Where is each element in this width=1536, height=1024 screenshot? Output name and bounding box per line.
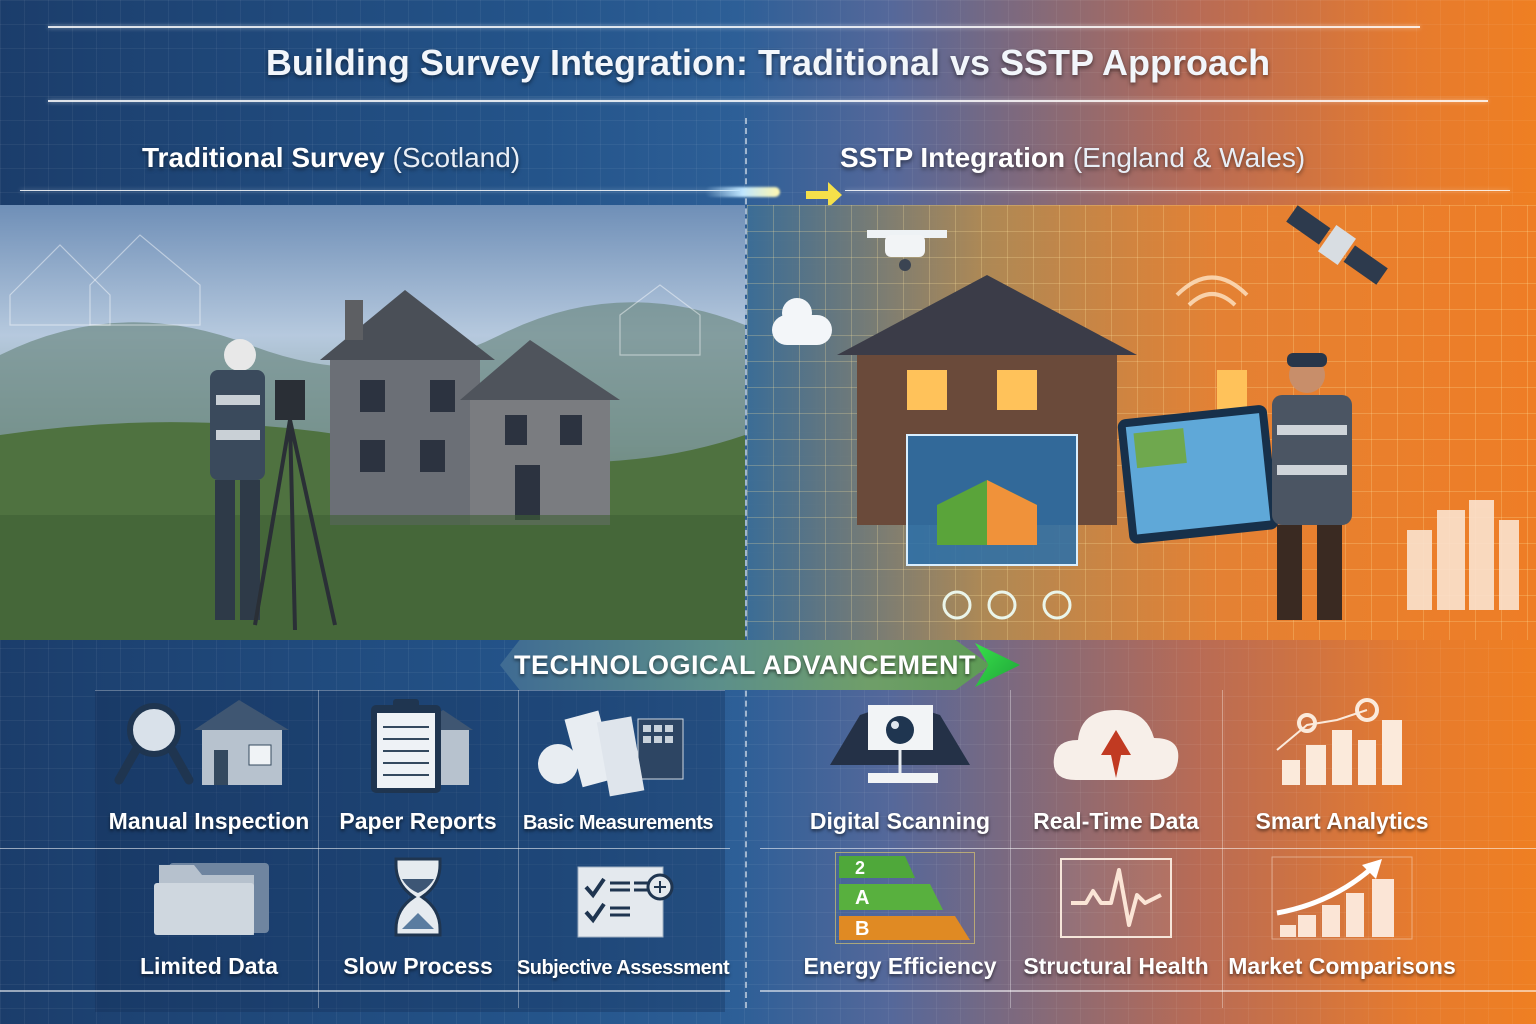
right-title-bold: SSTP Integration — [840, 142, 1066, 173]
clipboard-house-icon — [318, 690, 518, 800]
feature-label: Market Comparisons — [1228, 953, 1456, 979]
right-section-title: SSTP Integration (England & Wales) — [840, 142, 1305, 174]
left-section-title: Traditional Survey (Scotland) — [142, 142, 520, 174]
drone-icon — [867, 230, 947, 271]
feature-energy-efficiency: 2 A B Energy Efficiency — [790, 850, 1010, 990]
right-header-rule — [845, 190, 1510, 191]
grid-line — [1010, 690, 1011, 1008]
row-separator — [0, 990, 730, 992]
feature-structural-health: Structural Health — [1010, 850, 1222, 990]
heartbeat-monitor-icon — [1016, 850, 1216, 945]
page-title: Building Survey Integration: Traditional… — [265, 42, 1271, 83]
row-separator — [0, 848, 730, 849]
feature-limited-data: Limited Data — [100, 850, 318, 990]
sstp-integration-scene — [747, 205, 1536, 640]
wifi-icon — [1175, 275, 1249, 307]
energy-rating-icon: 2 A B — [800, 850, 1000, 945]
traditional-scene-illustration — [0, 234, 745, 640]
feature-label: Structural Health — [1023, 953, 1209, 979]
svg-text:2: 2 — [855, 858, 865, 878]
transition-glow — [705, 187, 780, 197]
cloud-icon — [772, 298, 832, 345]
feature-paper-reports: Paper Reports — [318, 690, 518, 845]
feature-label: Subjective Assessment — [516, 957, 730, 979]
row-separator — [760, 990, 1536, 992]
feature-real-time-data: Real-Time Data — [1010, 690, 1222, 845]
scanner-icon — [800, 690, 1000, 800]
right-title-region: (England & Wales) — [1072, 142, 1306, 173]
left-header-rule — [20, 190, 740, 191]
tablet-icon — [1117, 405, 1279, 544]
feature-market-comparisons: Market Comparisons — [1222, 850, 1462, 990]
city-buildings-icon — [1407, 500, 1519, 610]
svg-text:A: A — [855, 887, 869, 909]
status-icons — [942, 590, 1072, 620]
feature-label: Paper Reports — [339, 808, 497, 834]
svg-text:B: B — [855, 918, 869, 940]
grid-line — [318, 690, 319, 1008]
feature-subjective-assessment: Subjective Assessment — [516, 850, 730, 990]
arrow-right-icon — [806, 182, 842, 208]
feature-digital-scanning: Digital Scanning — [790, 690, 1010, 845]
sstp-scene-illustration — [772, 205, 1519, 620]
feature-label: Manual Inspection — [108, 808, 310, 834]
trend-up-chart-icon — [1242, 850, 1442, 945]
traditional-survey-scene — [0, 205, 745, 640]
feature-label: Smart Analytics — [1255, 808, 1429, 834]
feature-basic-measurements: Basic Measurements — [518, 690, 718, 845]
feature-label: Energy Efficiency — [803, 953, 997, 979]
feature-label: Real-Time Data — [1033, 808, 1199, 834]
left-title-region: (Scotland) — [392, 142, 521, 173]
grid-line — [518, 690, 519, 1008]
magnifier-house-icon — [109, 690, 309, 800]
title-bottom-rule — [48, 100, 1488, 102]
cloud-download-icon — [1016, 690, 1216, 800]
folder-icon — [109, 850, 309, 945]
feature-smart-analytics: Smart Analytics — [1222, 690, 1462, 845]
grid-line — [1222, 690, 1223, 1008]
center-divider — [745, 118, 747, 1008]
feature-label: Digital Scanning — [809, 808, 991, 834]
satellite-icon — [1286, 205, 1388, 285]
left-title-bold: Traditional Survey — [142, 142, 385, 173]
checklist-icon — [523, 850, 723, 949]
feature-slow-process: Slow Process — [318, 850, 518, 990]
feature-manual-inspection: Manual Inspection — [100, 690, 318, 845]
bar-chart-gears-icon — [1242, 690, 1442, 800]
feature-label: Slow Process — [343, 953, 493, 979]
technological-advancement-banner: TECHNOLOGICAL ADVANCEMENT — [500, 640, 990, 690]
title-top-rule — [48, 26, 1420, 28]
feature-label: Limited Data — [139, 953, 279, 979]
row-separator — [760, 848, 1536, 849]
hourglass-icon — [318, 850, 518, 945]
feature-label: Basic Measurements — [523, 812, 713, 834]
papers-calculator-icon — [518, 694, 718, 804]
